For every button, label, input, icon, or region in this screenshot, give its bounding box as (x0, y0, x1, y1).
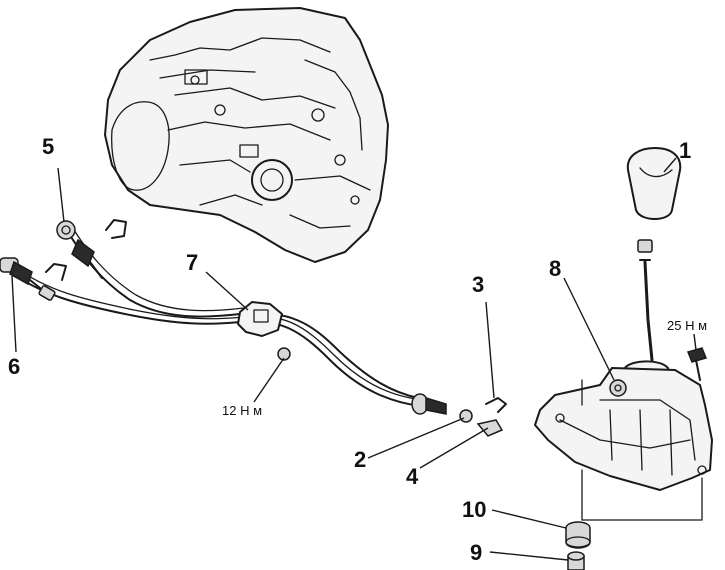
shift-lever (622, 259, 670, 387)
transmission-housing (104, 7, 389, 263)
torque-label-25: 25 Н м (667, 318, 707, 333)
cable-end-6 (0, 257, 56, 301)
shift-lever-housing (534, 367, 713, 521)
callout-10: 10 (462, 497, 486, 522)
callout-5: 5 (42, 134, 54, 159)
cable-bracket (237, 301, 291, 361)
callout-4: 4 (406, 464, 419, 489)
callout-7: 7 (186, 250, 198, 275)
callout-8: 8 (549, 256, 561, 281)
torque-label-12: 12 Н м (222, 403, 262, 418)
leader-lines (11, 157, 697, 561)
cable-end-5 (56, 220, 103, 279)
housing-bolt (686, 347, 708, 381)
grommet (565, 521, 591, 549)
callout-1: 1 (679, 138, 691, 163)
callout-2: 2 (354, 447, 366, 472)
torque-labels: 12 Н м 25 Н м (222, 318, 707, 418)
callout-labels: 1 2 3 4 5 6 7 8 9 10 (8, 134, 691, 565)
callout-3: 3 (472, 272, 484, 297)
lever-end-parts (411, 393, 507, 437)
callout-6: 6 (8, 354, 20, 379)
retaining-clips (45, 219, 127, 281)
callout-9: 9 (470, 540, 482, 565)
bushing (567, 551, 585, 570)
shift-cables (7, 229, 441, 411)
shift-knob (626, 147, 682, 253)
